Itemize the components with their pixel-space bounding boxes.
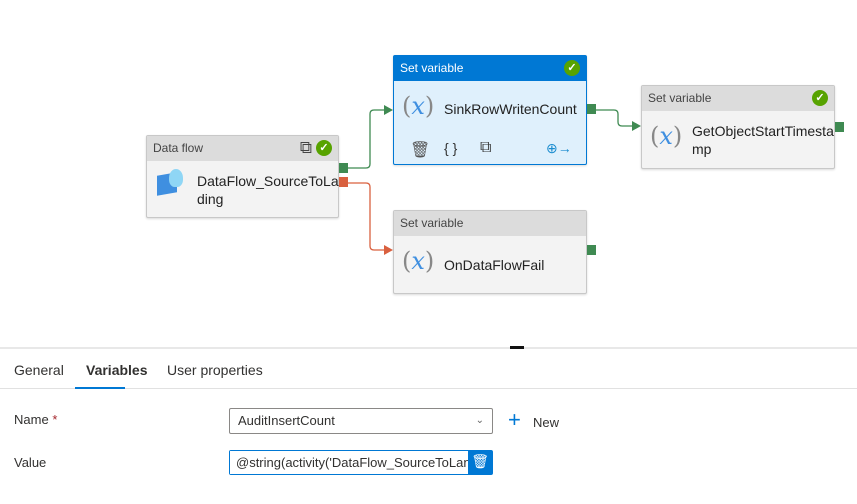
success-check-icon: ✓ [564,60,580,76]
success-port[interactable] [587,104,596,114]
new-variable-button[interactable]: New [533,415,560,430]
arrow-head [632,121,641,131]
variable-icon: (x) [650,122,683,150]
selected-value: AuditInsertCount [238,413,335,428]
activity-type-label: Set variable [648,91,712,105]
success-port[interactable] [835,122,844,132]
activity-header: Set variable [394,211,586,236]
copy-icon[interactable]: ⧉ [480,139,492,156]
panel-divider[interactable] [0,347,857,349]
activity-name: SinkRowWritenCount [444,101,577,117]
activity-type-label: Set variable [400,216,464,230]
activity-header: Set variable ✓ [394,56,586,81]
arrow-head [384,245,393,255]
chevron-down-icon: ⌄ [475,415,484,426]
activity-type-label: Set variable [400,61,464,75]
activity-on-dataflow-fail[interactable]: Set variable (x) OnDataFlowFail [393,210,587,294]
success-connector [347,109,384,169]
open-external-icon[interactable]: ⧉ [299,138,312,157]
tab-variables[interactable]: Variables [86,362,148,378]
activity-sink-row-count[interactable]: Set variable ✓ (x) SinkRowWritenCount 🗑 {… [393,55,587,165]
arrow-head [384,105,393,115]
success-port[interactable] [587,245,596,255]
delete-icon[interactable]: 🗑 [410,142,431,159]
tabs-border [0,388,857,389]
variable-name-dropdown[interactable]: AuditInsertCount ⌄ [229,408,493,434]
value-label: Value [14,455,47,470]
value-field-container: @string(activity('DataFlow_SourceToLandi… [229,450,493,475]
success-port[interactable] [339,163,348,173]
plus-icon[interactable]: + [508,407,521,432]
value-input[interactable]: @string(activity('DataFlow_SourceToLandi… [230,451,468,474]
add-output-icon[interactable]: ⊕→ [546,140,572,156]
resize-handle[interactable] [510,346,524,349]
tab-user-properties[interactable]: User properties [167,362,263,378]
fail-connector [347,182,384,251]
activity-type: Data flow ⧉ ✓ [147,136,338,161]
name-label: Name * [14,412,58,427]
activity-name: OnDataFlowFail [444,257,545,273]
variable-icon: (x) [402,92,435,120]
success-check-icon: ✓ [812,90,828,106]
delete-icon[interactable]: 🗑 [471,453,489,469]
connectors [347,105,641,255]
activity-header: Set variable ✓ [642,86,834,111]
tab-general[interactable]: General [14,362,64,378]
activity-type-label: Data flow [153,141,204,155]
success-connector [595,109,632,127]
failure-port[interactable] [339,177,348,187]
dataflow-drop-icon [169,169,183,187]
active-tab-indicator [75,387,125,389]
code-icon[interactable]: { } [444,140,458,156]
variable-icon: (x) [402,247,435,275]
success-check-icon: ✓ [316,140,332,156]
